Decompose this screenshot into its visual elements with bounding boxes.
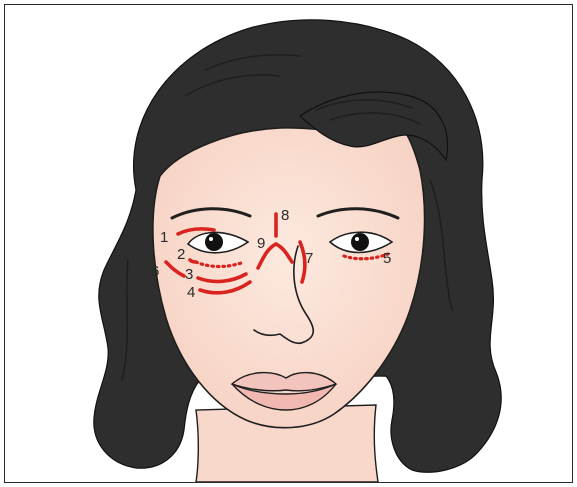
- label-2: 2: [177, 246, 185, 263]
- label-3: 3: [185, 266, 193, 283]
- label-4: 4: [187, 284, 195, 301]
- label-5: 5: [383, 250, 391, 267]
- incision-2b: [190, 260, 196, 262]
- label-8: 8: [281, 207, 289, 224]
- label-9: 9: [257, 235, 265, 252]
- label-1: 1: [160, 229, 168, 246]
- label-7: 7: [305, 250, 313, 267]
- label-6: 6: [151, 263, 159, 280]
